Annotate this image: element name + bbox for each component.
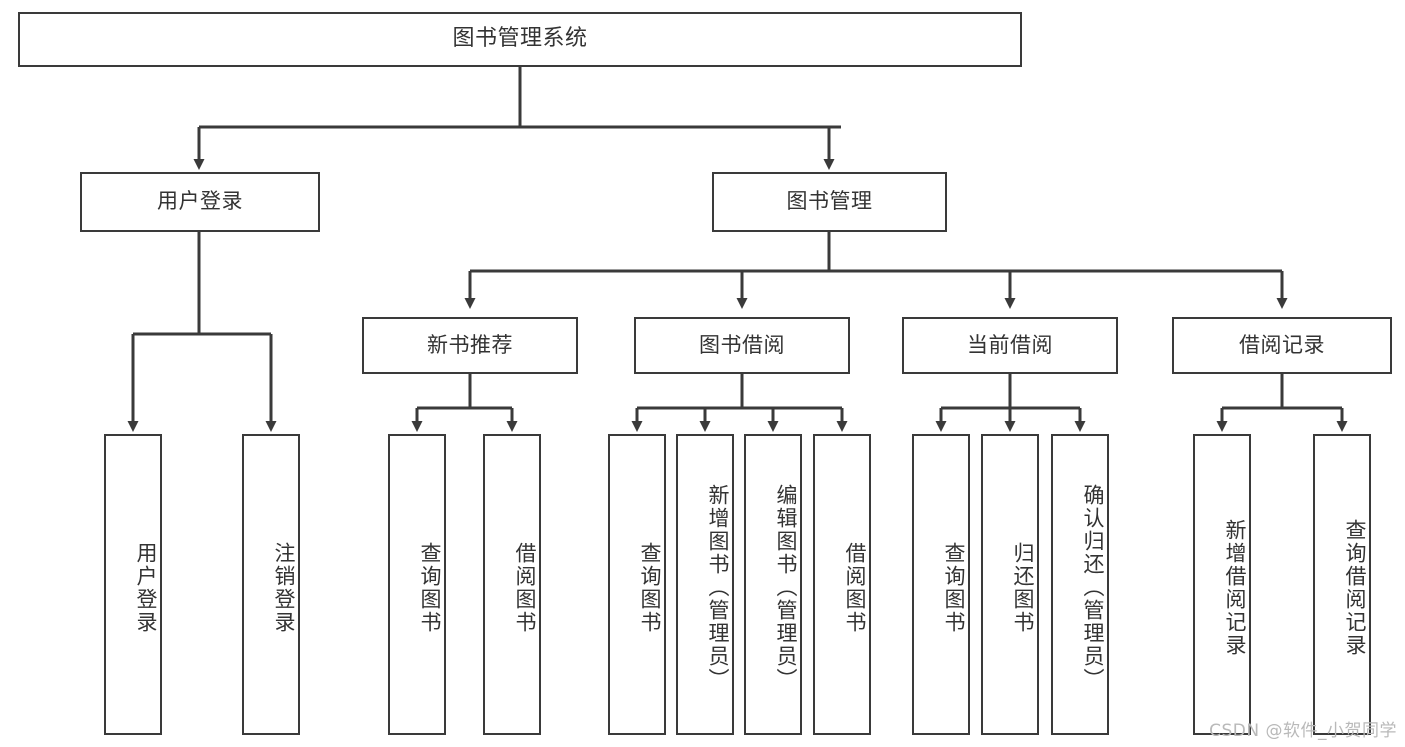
node-user-login[interactable]: 用户登录	[80, 172, 320, 232]
leaf-query-record[interactable]: 查询借阅记录	[1313, 434, 1371, 735]
leaf-query-book-2-label: 查询图书	[638, 541, 662, 634]
leaf-return-book-label: 归还图书	[1011, 541, 1035, 634]
leaf-edit-book-label: 编辑图书（管理员）	[774, 484, 798, 691]
node-book-manage-label: 图书管理	[786, 189, 873, 214]
leaf-borrow-book-2[interactable]: 借阅图书	[813, 434, 871, 735]
leaf-query-book-2[interactable]: 查询图书	[608, 434, 666, 735]
node-borrow-record-label: 借阅记录	[1239, 332, 1325, 357]
leaf-user-logout-label: 注销登录	[272, 541, 296, 634]
node-borrow-record[interactable]: 借阅记录	[1172, 317, 1392, 374]
node-book-manage[interactable]: 图书管理	[712, 172, 947, 232]
leaf-user-login-label: 用户登录	[134, 541, 158, 634]
leaf-borrow-book-1-label: 借阅图书	[513, 541, 537, 634]
leaf-add-record-label: 新增借阅记录	[1223, 518, 1247, 657]
leaf-add-record[interactable]: 新增借阅记录	[1193, 434, 1251, 735]
node-new-book-recommend-label: 新书推荐	[427, 332, 513, 357]
leaf-borrow-book-2-label: 借阅图书	[843, 541, 867, 634]
leaf-add-book[interactable]: 新增图书（管理员）	[676, 434, 734, 735]
node-user-login-label: 用户登录	[157, 189, 243, 214]
leaf-query-book-3[interactable]: 查询图书	[912, 434, 970, 735]
node-root-label: 图书管理系统	[452, 26, 588, 52]
node-book-borrow[interactable]: 图书借阅	[634, 317, 850, 374]
leaf-add-book-label: 新增图书（管理员）	[706, 484, 730, 691]
node-new-book-recommend[interactable]: 新书推荐	[362, 317, 578, 374]
leaf-query-book-3-label: 查询图书	[942, 541, 966, 634]
leaf-query-record-label: 查询借阅记录	[1343, 518, 1367, 657]
leaf-query-book-1[interactable]: 查询图书	[388, 434, 446, 735]
node-current-borrow[interactable]: 当前借阅	[902, 317, 1118, 374]
leaf-query-book-1-label: 查询图书	[418, 541, 442, 634]
leaf-confirm-return[interactable]: 确认归还（管理员）	[1051, 434, 1109, 735]
leaf-return-book[interactable]: 归还图书	[981, 434, 1039, 735]
node-current-borrow-label: 当前借阅	[967, 332, 1053, 357]
watermark: CSDN @软件_小贺同学	[1209, 721, 1397, 741]
node-book-borrow-label: 图书借阅	[699, 332, 785, 357]
leaf-edit-book[interactable]: 编辑图书（管理员）	[744, 434, 802, 735]
leaf-user-login[interactable]: 用户登录	[104, 434, 162, 735]
leaf-borrow-book-1[interactable]: 借阅图书	[483, 434, 541, 735]
leaf-confirm-return-label: 确认归还（管理员）	[1081, 484, 1105, 691]
node-root[interactable]: 图书管理系统	[18, 12, 1022, 67]
leaf-user-logout[interactable]: 注销登录	[242, 434, 300, 735]
